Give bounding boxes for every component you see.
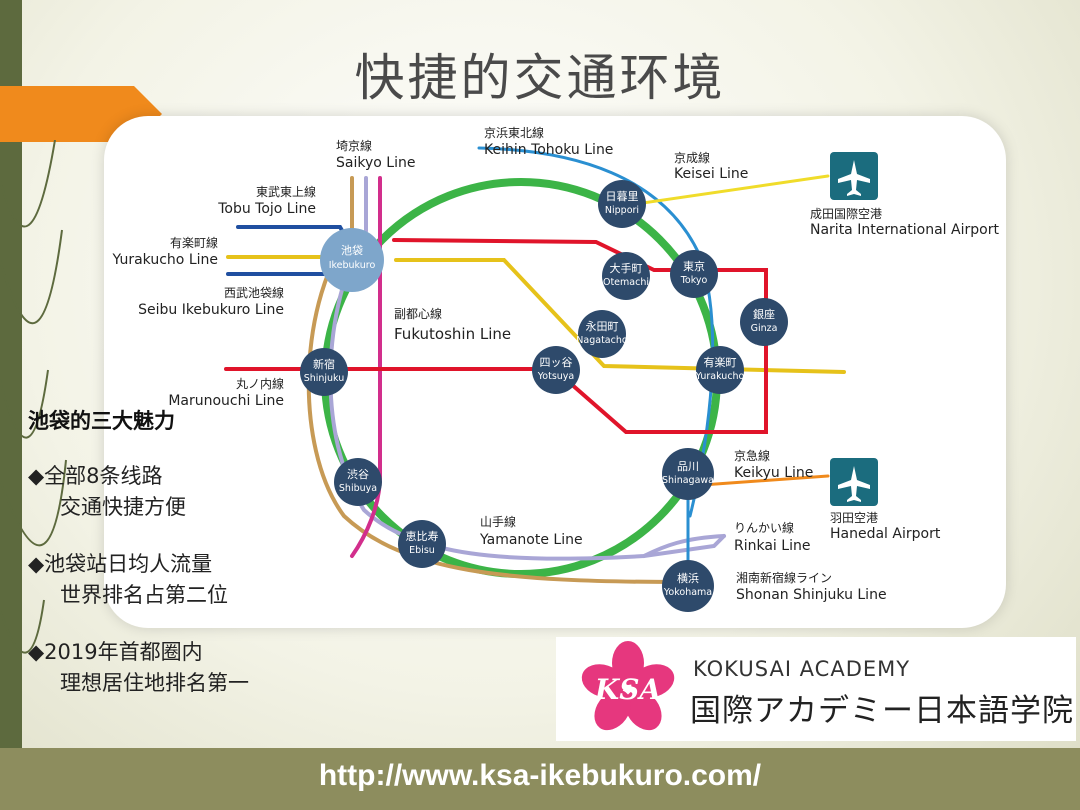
rail-map-svg: 埼京線 Saikyo Line 京浜東北線 Keihin Tohoku Line… <box>112 125 999 612</box>
narita-airport: 成田国際空港 Narita International Airport <box>810 152 999 238</box>
grass-decoration <box>0 140 67 654</box>
keikyu-label-ja: 京急線 <box>734 448 770 463</box>
station-shibuya-en: Shibuya <box>339 483 377 494</box>
tobu-label-ja: 東武東上線 <box>256 184 316 199</box>
station-shibuya-ja: 渋谷 <box>347 468 369 481</box>
station-shinjuku: 新宿 Shinjuku <box>300 348 348 396</box>
logo-mark-text: KSA <box>594 673 661 706</box>
station-ginza: 銀座 Ginza <box>740 298 788 346</box>
attraction-item: ◆全部8条线路 交通快捷方便 <box>28 461 358 523</box>
narita-label-ja: 成田国際空港 <box>810 207 882 221</box>
keisei-label-en: Keisei Line <box>674 166 748 182</box>
footer-bar: http://www.ksa-ikebukuro.com/ <box>0 748 1080 810</box>
logo-name-ja: 国際アカデミー日本語学院 <box>690 693 1074 729</box>
attractions-title: 池袋的三大魅力 <box>28 409 175 433</box>
station-shibuya: 渋谷 Shibuya <box>334 458 382 506</box>
keisei-label-ja: 京成線 <box>674 150 710 165</box>
attraction-line2: 理想居住地排名第一 <box>60 671 249 695</box>
attraction-line1: ◆全部8条线路 <box>28 464 163 488</box>
station-yotsuya-en: Yotsuya <box>537 371 575 382</box>
fukutoshin-label-ja: 副都心線 <box>394 306 442 321</box>
attraction-line1: ◆2019年首都圈内 <box>28 640 203 664</box>
station-tokyo-ja: 東京 <box>683 259 705 273</box>
saikyo-label-en: Saikyo Line <box>336 155 415 171</box>
keihin-label-ja: 京浜東北線 <box>484 125 544 140</box>
station-nagatacho-ja: 永田町 <box>586 319 619 333</box>
left-accent-bar <box>0 0 22 748</box>
station-ikebukuro: 池袋 Ikebukuro <box>320 228 384 292</box>
yamanote-label-ja: 山手線 <box>480 514 516 529</box>
logo-name-en: KOKUSAI ACADEMY <box>693 657 911 681</box>
seibu-label-ja: 西武池袋線 <box>224 285 284 300</box>
station-nippori-ja: 日暮里 <box>606 189 639 203</box>
station-nagatacho: 永田町 Nagatacho <box>576 310 628 358</box>
yamanote-label-en: Yamanote Line <box>479 532 583 548</box>
attraction-line2: 交通快捷方便 <box>60 495 186 519</box>
station-ginza-en: Ginza <box>751 323 778 334</box>
saikyo-track <box>328 176 726 561</box>
line-labels: 埼京線 Saikyo Line 京浜東北線 Keihin Tohoku Line… <box>112 125 887 603</box>
station-shinagawa-ja: 品川 <box>677 460 699 473</box>
keihin-label-en: Keihin Tohoku Line <box>484 142 613 158</box>
station-yurakucho: 有楽町 Yurakucho <box>695 346 745 394</box>
fukutoshin-label-en: Fukutoshin Line <box>394 325 511 343</box>
shonan-label-ja: 湘南新宿線ライン <box>736 570 832 585</box>
station-yokohama-ja: 横浜 <box>677 571 699 585</box>
marunouchi-label-ja: 丸ノ内線 <box>236 376 284 391</box>
station-ikebukuro-en: Ikebukuro <box>329 260 376 271</box>
attraction-line2: 世界排名占第二位 <box>60 583 228 607</box>
station-otemachi-ja: 大手町 <box>610 261 643 275</box>
sakura-logo-icon: KSA <box>581 641 675 731</box>
keisei-track <box>620 174 830 208</box>
marunouchi-label-en: Marunouchi Line <box>168 393 284 409</box>
shonan-shinjuku-track <box>306 176 686 584</box>
station-ebisu: 恵比寿 Ebisu <box>398 520 446 568</box>
keikyu-label-en: Keikyu Line <box>734 465 813 481</box>
rinkai-label-en: Rinkai Line <box>734 538 810 554</box>
station-tokyo: 東京 Tokyo <box>670 250 718 298</box>
station-nippori: 日暮里 Nippori <box>598 180 646 228</box>
attraction-item: ◆2019年首都圈内 理想居住地排名第一 <box>28 637 358 699</box>
tobu-label-en: Tobu Tojo Line <box>217 201 316 217</box>
yurakucho-label-ja: 有楽町線 <box>170 235 218 250</box>
attraction-item: ◆池袋站日均人流量 世界排名占第二位 <box>28 549 358 611</box>
station-shinjuku-en: Shinjuku <box>304 373 345 384</box>
station-yotsuya-ja: 四ッ谷 <box>540 356 573 369</box>
haneda-airport: 羽田空港 Hanedal Airport <box>830 458 941 542</box>
station-yurakucho-ja: 有楽町 <box>704 355 737 369</box>
page-title: 快捷的交通环境 <box>354 49 726 107</box>
saikyo-label-ja: 埼京線 <box>336 138 372 153</box>
narita-label-en: Narita International Airport <box>810 222 999 238</box>
station-yurakucho-en: Yurakucho <box>695 371 745 382</box>
station-nippori-en: Nippori <box>605 205 639 216</box>
station-ebisu-en: Ebisu <box>409 545 435 556</box>
rinkai-label-ja: りんかい線 <box>734 520 794 535</box>
school-logo: KSA KOKUSAI ACADEMY 国際アカデミー日本語学院 <box>556 637 1076 741</box>
station-shinjuku-ja: 新宿 <box>313 357 335 371</box>
station-tokyo-en: Tokyo <box>680 275 708 286</box>
station-otemachi: 大手町 Otemachi <box>602 252 650 300</box>
rail-map: 埼京線 Saikyo Line 京浜東北線 Keihin Tohoku Line… <box>104 116 1006 628</box>
station-yotsuya: 四ッ谷 Yotsuya <box>532 346 580 394</box>
station-ebisu-ja: 恵比寿 <box>406 529 439 543</box>
station-shinagawa: 品川 Shinagawa <box>662 448 714 500</box>
station-yokohama: 横浜 Yokohama <box>662 560 714 612</box>
seibu-label-en: Seibu Ikebukuro Line <box>138 302 284 318</box>
station-yokohama-en: Yokohama <box>663 587 712 598</box>
station-ikebukuro-ja: 池袋 <box>341 243 363 257</box>
haneda-label-en: Hanedal Airport <box>830 526 941 542</box>
rinkai-track <box>642 534 726 558</box>
station-shinagawa-en: Shinagawa <box>662 475 714 486</box>
station-otemachi-en: Otemachi <box>603 277 649 288</box>
website-link[interactable]: http://www.ksa-ikebukuro.com/ <box>318 759 762 792</box>
yurakucho-label-en: Yurakucho Line <box>112 252 218 268</box>
attraction-line1: ◆池袋站日均人流量 <box>28 552 213 576</box>
ikebukuro-attractions: 池袋的三大魅力 ◆全部8条线路 交通快捷方便 ◆池袋站日均人流量 世界排名占第二… <box>28 405 358 725</box>
haneda-label-ja: 羽田空港 <box>830 511 878 525</box>
station-ginza-ja: 銀座 <box>753 307 775 321</box>
shonan-label-en: Shonan Shinjuku Line <box>736 587 887 603</box>
station-nagatacho-en: Nagatacho <box>576 335 628 346</box>
